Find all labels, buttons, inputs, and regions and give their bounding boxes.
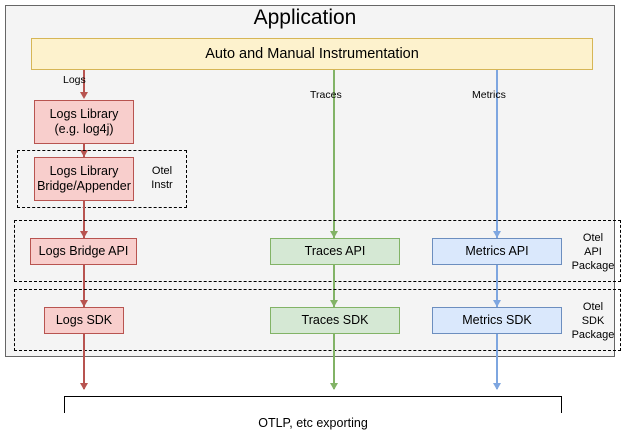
metrics-pipe-instr-to-api	[496, 70, 498, 238]
logs-pipe-bridge-to-api	[83, 201, 85, 238]
metrics-arrow-to-sdk	[492, 300, 501, 307]
traces-pipe-instr-to-api	[333, 70, 335, 238]
group-otel-instr-label: Otel Instr	[140, 164, 184, 192]
node-metrics-api-label: Metrics API	[465, 244, 529, 258]
group-otel-sdk-package	[14, 289, 621, 351]
group-otel-api-package-label: Otel API Package	[566, 231, 620, 273]
logs-arrow-to-export	[79, 383, 88, 390]
group-otel-sdk-line1: Otel	[582, 301, 604, 313]
export-bracket	[64, 396, 562, 413]
group-otel-instr	[17, 150, 187, 208]
node-traces-sdk: Traces SDK	[270, 307, 400, 334]
page-title: Application	[253, 6, 357, 29]
metrics-pipe-sdk-to-export	[496, 334, 498, 389]
group-otel-api-package	[14, 220, 621, 282]
node-metrics-sdk-label: Metrics SDK	[462, 313, 532, 327]
logs-arrow-to-library	[79, 92, 88, 99]
node-traces-sdk-label: Traces SDK	[301, 313, 369, 327]
node-logs-bridge-line2: Bridge/Appender	[37, 179, 131, 193]
group-otel-api-line2: API	[584, 246, 602, 258]
node-logs-library-line2: (e.g. log4j)	[54, 122, 114, 136]
logs-arrow-to-sdk	[79, 300, 88, 307]
traces-arrow-to-api	[329, 231, 338, 238]
node-logs-bridge-api-label: Logs Bridge API	[38, 244, 129, 258]
group-otel-sdk-line2: SDK	[581, 315, 605, 327]
logs-arrow-to-api	[79, 231, 88, 238]
traces-flow-label: Traces	[310, 89, 342, 101]
logs-arrow-to-bridge	[79, 150, 88, 157]
group-otel-instr-line1: Otel	[151, 165, 173, 177]
group-otel-sdk-line3: Package	[571, 329, 615, 341]
node-logs-library: Logs Library (e.g. log4j)	[34, 100, 134, 144]
traces-arrow-to-export	[329, 383, 338, 390]
node-logs-library-line1: Logs Library	[49, 107, 119, 121]
traces-arrow-to-sdk	[329, 300, 338, 307]
auto-manual-instrumentation-label: Auto and Manual Instrumentation	[205, 46, 419, 62]
group-otel-sdk-package-label: Otel SDK Package	[566, 300, 620, 342]
group-otel-api-line1: Otel	[582, 232, 604, 244]
traces-pipe-sdk-to-export	[333, 334, 335, 389]
node-logs-library-bridge-appender: Logs Library Bridge/Appender	[34, 157, 134, 201]
metrics-arrow-to-export	[492, 383, 501, 390]
traces-pipe-api-to-sdk	[333, 265, 335, 307]
logs-pipe-api-to-sdk	[83, 265, 85, 307]
node-logs-bridge-line1: Logs Library	[49, 164, 119, 178]
group-otel-instr-line2: Instr	[151, 179, 173, 191]
metrics-pipe-api-to-sdk	[496, 265, 498, 307]
node-traces-api: Traces API	[270, 238, 400, 265]
logs-flow-label: Logs	[63, 74, 86, 86]
auto-manual-instrumentation-box: Auto and Manual Instrumentation	[31, 38, 593, 70]
logs-pipe-sdk-to-export	[83, 334, 85, 389]
logs-pipe-instr-to-library	[83, 70, 85, 94]
node-logs-bridge-api: Logs Bridge API	[30, 238, 137, 265]
node-metrics-sdk: Metrics SDK	[432, 307, 562, 334]
metrics-arrow-to-api	[492, 231, 501, 238]
group-otel-api-line3: Package	[571, 260, 615, 272]
node-logs-sdk-label: Logs SDK	[55, 313, 113, 327]
node-metrics-api: Metrics API	[432, 238, 562, 265]
node-traces-api-label: Traces API	[304, 244, 366, 258]
export-label: OTLP, etc exporting	[258, 416, 368, 430]
node-logs-sdk: Logs SDK	[44, 307, 124, 334]
metrics-flow-label: Metrics	[472, 89, 506, 101]
